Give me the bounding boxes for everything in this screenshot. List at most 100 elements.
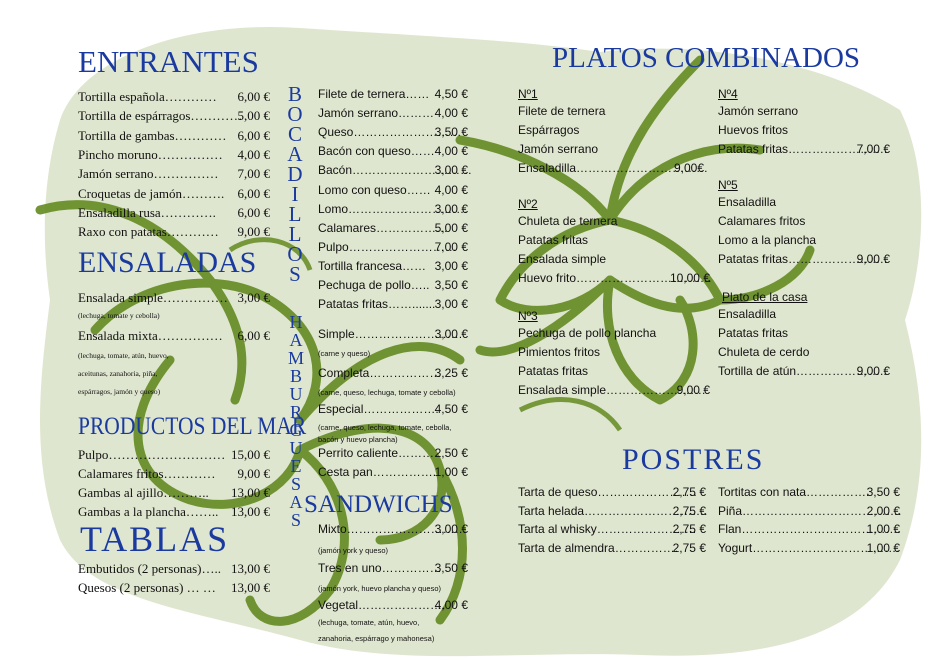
sandwich-item-price: 4,00 € xyxy=(434,598,468,612)
entrantes-item-name: Tortilla de gambas………… xyxy=(78,127,227,143)
entrantes-item-name: Jamón serrano…………… xyxy=(78,166,219,182)
combo-line: Patatas fritas xyxy=(518,364,589,378)
bocadillo-item-row: Calamares………………5,00 € xyxy=(318,221,468,236)
combo-item-name: Ensaladilla…………………………… xyxy=(518,161,709,175)
bocadillos-title-letter: C xyxy=(287,122,302,146)
mar-item-row: Calamares fritos…………9,00 € xyxy=(78,466,270,482)
combo-line: Jamón serrano xyxy=(718,104,799,118)
postre-item-name: Tarta de queso……………………. xyxy=(518,485,697,499)
sandwich-item-row: Vegetal………………….4,00 € xyxy=(318,598,468,613)
entrantes-item-price: 5,00 € xyxy=(237,108,271,124)
hamburguesas-title-letter: A xyxy=(289,492,303,512)
bocadillo-item-name: Calamares……………… xyxy=(318,220,449,235)
tablas-item-name: Quesos (2 personas) … … xyxy=(78,580,216,595)
bocadillo-item-name: Lomo………………………… xyxy=(318,201,469,216)
ensaladas-title: ENSALADAS xyxy=(78,246,257,279)
bocadillo-item-name: Tortilla francesa…… xyxy=(318,258,427,273)
postre-item-price: 3,50 € xyxy=(866,485,900,499)
entrantes-item-price: 6,00 € xyxy=(237,185,271,201)
tablas-item-price: 13,00 € xyxy=(231,580,270,595)
hamburguesa-item-row: Especial……………….4,50 € xyxy=(318,402,468,417)
ensalada-item-name: Ensalada mixta…………… xyxy=(78,328,223,343)
combo-item-price: 9,00 € xyxy=(676,383,710,397)
mar-item-price: 9,00 € xyxy=(237,466,271,481)
combo-item-price: 9,00 € xyxy=(856,364,890,378)
postres-title: POSTRES xyxy=(622,443,765,476)
postre-item-row: Tarta de almendra…………….2,75 € xyxy=(518,541,706,556)
bocadillo-item-row: Lomo…………………………3,00 € xyxy=(318,202,468,217)
postre-item-price: 2,75 € xyxy=(672,503,706,518)
bocadillo-item-price: 4,50 € xyxy=(434,87,468,101)
postre-item-price: 2,75 € xyxy=(672,541,706,556)
hamburguesa-item-name: Cesta pan……………. xyxy=(318,465,437,479)
sandwich-item-name: Vegetal…………………. xyxy=(318,598,446,612)
hamburguesa-item-price: 1,00 € xyxy=(434,465,468,479)
hamburguesa-item-name: Perrito caliente………. xyxy=(318,446,438,460)
bocadillo-item-name: Lomo con queso…… xyxy=(318,182,431,197)
hamburguesa-item-name: Especial………………. xyxy=(318,402,439,416)
entrantes-item-price: 4,00 € xyxy=(237,146,271,162)
hamburguesa-note: bacón y huevo plancha) xyxy=(318,435,398,444)
bocadillo-item-price: 4,00 € xyxy=(434,182,468,197)
postre-item-name: Flan…………………………………. xyxy=(718,522,901,537)
mar-item-price: 13,00 € xyxy=(231,485,270,500)
combo-label: Nº4 xyxy=(718,87,738,101)
combo-line: Filete de ternera xyxy=(518,104,606,118)
hamburguesas-title-letter: E xyxy=(290,456,302,476)
bocadillo-item-row: Bacón…………………………3,00 € xyxy=(318,163,472,178)
bocadillo-item-name: Filete de ternera…… xyxy=(318,87,430,101)
hamburguesas-title-letter: A xyxy=(289,330,303,350)
bocadillo-item-price: 4,00 € xyxy=(434,144,468,159)
entrantes-item-row: Tortilla de espárragos…………5,00 € xyxy=(78,108,270,124)
postre-item-name: Yogurt………………………………. xyxy=(718,541,900,556)
postre-item-name: Tarta de almendra……………. xyxy=(518,541,679,556)
postre-item-price: 2,00 € xyxy=(866,503,900,518)
combo-line: Jamón serrano xyxy=(518,142,599,156)
mar-item-name: Gambas a la plancha…….. xyxy=(78,504,219,519)
bocadillo-item-row: Lomo con queso……4,00 € xyxy=(318,183,468,198)
postre-item-price: 1,00 € xyxy=(866,541,900,556)
combo-item-row: Patatas fritas…………………….9,00 € xyxy=(718,252,890,267)
combo-line: Patatas fritas xyxy=(518,233,589,247)
sandwich-note: (lechuga, tomate, atún, huevo, xyxy=(318,618,420,627)
combo-line: Lomo a la plancha xyxy=(718,233,817,247)
combo-line: Chuleta de cerdo xyxy=(718,345,810,359)
postre-item-name: Piña…………………………………. xyxy=(718,503,902,518)
entrantes-item-name: Croquetas de jamón………. xyxy=(78,185,225,201)
entrantes-item-row: Jamón serrano……………7,00 € xyxy=(78,166,270,182)
combo-line: Espárragos xyxy=(518,123,580,137)
entrantes-item-row: Pincho moruno……………4,00 € xyxy=(78,147,270,163)
bocadillo-item-price: 3,50 € xyxy=(434,278,468,292)
hamburguesas-title-letter: H xyxy=(289,312,303,332)
combo-item-price: 10,00 € xyxy=(669,271,710,285)
hamburguesas-title-letter: S xyxy=(290,474,301,494)
bocadillo-item-price: 3,00 € xyxy=(434,163,468,178)
bocadillo-item-row: Bacón con queso……4,00 € xyxy=(318,144,468,159)
tablas-item-price: 13,00 € xyxy=(231,561,270,576)
sandwich-item-price: 3,00 € xyxy=(434,522,468,536)
entrantes-item-row: Tortilla de gambas…………6,00 € xyxy=(78,128,270,144)
hamburguesa-item-price: 2,50 € xyxy=(434,446,468,460)
hamburguesas-title-letter: U xyxy=(289,438,303,458)
hamburguesas-title-letter: U xyxy=(289,384,303,404)
ensalada-item-price: 6,00 € xyxy=(237,328,271,343)
hamburguesa-item-row: Completa………………3,25 € xyxy=(318,366,468,381)
bocadillo-item-price: 5,00 € xyxy=(434,220,468,235)
ensalada-note: aceitunas, zanahoria, piña, xyxy=(78,369,158,378)
bocadillos-title-letter: A xyxy=(287,142,303,166)
postre-item-price: 2,75 € xyxy=(672,485,706,499)
tablas-title: TABLAS xyxy=(80,519,230,559)
bocadillo-item-price: 4,00 € xyxy=(434,106,468,121)
bocadillo-item-price: 3,00 € xyxy=(434,258,468,273)
mar-item-row: Pulpo………………………15,00 € xyxy=(78,447,270,463)
postre-item-name: Tortitas con nata……………. xyxy=(718,485,870,499)
entrantes-item-price: 6,00 € xyxy=(237,89,271,104)
ensalada-note: espárragos, jamón y queso) xyxy=(78,387,161,396)
entrantes-item-row: Raxo con patatas…………9,00 € xyxy=(78,224,270,240)
postre-item-name: Tarta helada…………………………. xyxy=(518,503,708,518)
combo-item-name: Ensalada simple……………………. xyxy=(518,383,706,397)
hamburguesa-note: (carne, queso, lechuga, tomate, cebolla, xyxy=(318,423,452,432)
ensalada-item-row: Ensalada simple……………3,00 € xyxy=(78,290,270,306)
